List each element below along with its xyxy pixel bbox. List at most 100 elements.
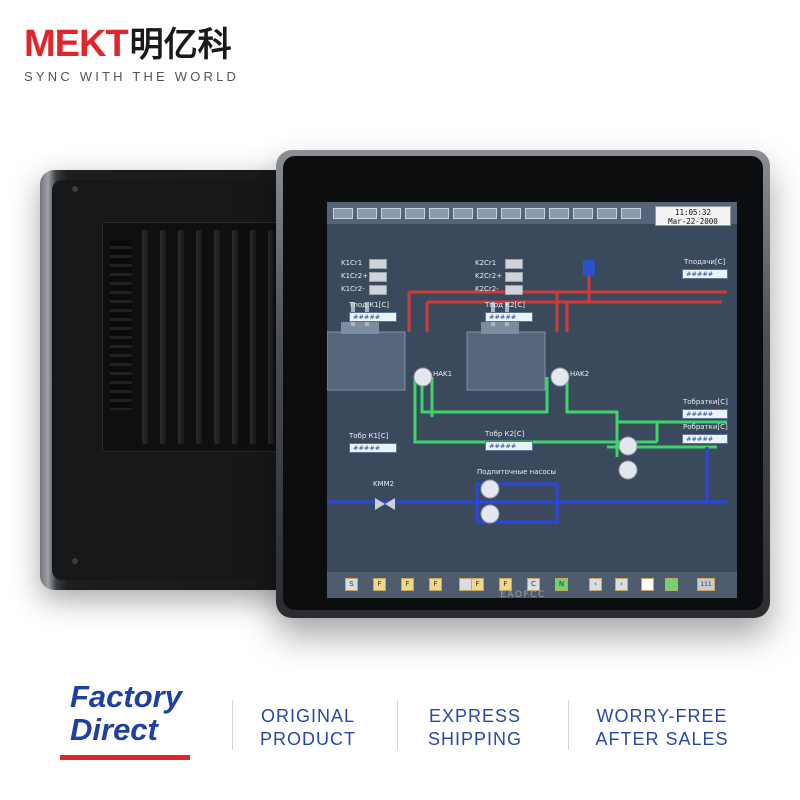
hmi-top-toolbar bbox=[327, 202, 737, 224]
divider bbox=[232, 700, 233, 750]
feature-line: WORRY-FREE bbox=[596, 706, 728, 726]
hmi-nav-button[interactable]: F bbox=[499, 578, 512, 591]
hmi-toolbar-button[interactable] bbox=[549, 207, 569, 219]
hmi-toolbar-button[interactable] bbox=[621, 207, 641, 219]
panel-pc-front: 11:05:32 Mar-22-2000 bbox=[276, 150, 770, 618]
value-tpod-k2: ##### bbox=[485, 312, 533, 322]
front-bezel: 11:05:32 Mar-22-2000 bbox=[283, 156, 763, 610]
label-makeup-pumps: Подпиточные насосы bbox=[477, 468, 557, 476]
hmi-nav-button[interactable]: F bbox=[373, 578, 386, 591]
feature-line: SHIPPING bbox=[427, 729, 523, 749]
heatsink-fin bbox=[142, 230, 148, 444]
hmi-toolbar-button[interactable] bbox=[381, 207, 401, 219]
next-icon[interactable]: › bbox=[615, 578, 628, 591]
feature-worry-free-after-sales: WORRY-FREE AFTER SALES bbox=[588, 705, 736, 751]
screw-icon bbox=[72, 186, 78, 192]
feature-line: ORIGINAL bbox=[260, 706, 356, 726]
brand-name-latin: MEKT bbox=[24, 23, 129, 65]
feature-original-product: ORIGINAL PRODUCT bbox=[252, 705, 364, 751]
feature-line: EXPRESS bbox=[428, 706, 522, 726]
label-tpod-k1: Тпод К1[С] bbox=[349, 301, 389, 309]
value-robratki: ##### bbox=[682, 434, 728, 444]
rear-housing bbox=[52, 180, 310, 580]
label-k1cr2-minus: K1Cr2- bbox=[341, 285, 365, 293]
status-indicator bbox=[505, 259, 523, 269]
label-k1cr1: K1Cr1 bbox=[341, 259, 363, 267]
hmi-toolbar-button[interactable] bbox=[429, 207, 449, 219]
status-indicator bbox=[369, 272, 387, 282]
status-indicator bbox=[505, 285, 523, 295]
value-tobr-k1: ##### bbox=[349, 443, 397, 453]
valve-icon bbox=[385, 498, 395, 510]
valve-icon bbox=[375, 498, 385, 510]
pump-icons bbox=[413, 367, 638, 524]
return-pipes bbox=[413, 377, 727, 457]
label-kmm2: KMM2 bbox=[373, 480, 395, 488]
hmi-toolbar-button[interactable] bbox=[477, 207, 497, 219]
hmi-nav-button[interactable]: N bbox=[555, 578, 568, 591]
feature-line: PRODUCT bbox=[260, 729, 356, 749]
valve-icon bbox=[583, 260, 595, 276]
hmi-clock-date: Mar-22-2000 bbox=[668, 217, 718, 226]
supply-pipes bbox=[407, 262, 727, 332]
label-tpod-k2: Тпод К2[С] bbox=[485, 301, 525, 309]
hmi-counter: 111 bbox=[697, 578, 715, 591]
divider bbox=[568, 700, 569, 750]
heatsink-fin bbox=[250, 230, 256, 444]
label-hak1: HAK1 bbox=[433, 370, 453, 378]
heatsink-fin bbox=[196, 230, 202, 444]
label-tobratki: Тобратки[С] bbox=[683, 398, 728, 406]
label-robratki: Робратки[С] bbox=[683, 423, 728, 431]
hmi-toolbar-button[interactable] bbox=[501, 207, 521, 219]
hmi-clock: 11:05:32 Mar-22-2000 bbox=[655, 206, 731, 226]
io-ports bbox=[110, 240, 132, 410]
hmi-toolbar-button[interactable] bbox=[573, 207, 593, 219]
brand-name-chinese: 明亿科 bbox=[129, 25, 232, 65]
hmi-toolbar-button[interactable] bbox=[357, 207, 377, 219]
label-tpodachi: Тподачи[С] bbox=[684, 258, 726, 266]
hmi-nav-button[interactable]: F bbox=[429, 578, 442, 591]
hmi-clock-time: 11:05:32 bbox=[674, 208, 712, 217]
screw-icon bbox=[72, 558, 78, 564]
heatsink-fin bbox=[214, 230, 220, 444]
hmi-nav-button[interactable]: C bbox=[527, 578, 540, 591]
heatsink-fin bbox=[178, 230, 184, 444]
previous-icon[interactable]: ‹ bbox=[589, 578, 602, 591]
hmi-toolbar-button[interactable] bbox=[453, 207, 473, 219]
hmi-toolbar-button[interactable] bbox=[597, 207, 617, 219]
brand-slogan: SYNC WITH THE WORLD bbox=[24, 69, 240, 84]
value-tobr-k2: ##### bbox=[485, 441, 533, 451]
factory-line: Factory bbox=[70, 679, 182, 714]
hmi-toolbar-button[interactable] bbox=[525, 207, 545, 219]
status-indicator bbox=[369, 259, 387, 269]
hmi-nav-button[interactable] bbox=[665, 578, 678, 591]
boiler-k2 bbox=[466, 302, 546, 391]
label-k1cr2-plus: K1Cr2+ bbox=[341, 272, 369, 280]
value-tpod-k1: ##### bbox=[349, 312, 397, 322]
hmi-bottom-toolbar: S F F F F F C N ‹ › 111 bbox=[327, 572, 737, 598]
hmi-toolbar-button[interactable] bbox=[405, 207, 425, 219]
value-tobratki: ##### bbox=[682, 409, 728, 419]
value-tpodachi: ##### bbox=[682, 269, 728, 279]
status-indicator bbox=[505, 272, 523, 282]
feature-line: AFTER SALES bbox=[595, 729, 729, 749]
status-indicator bbox=[369, 285, 387, 295]
label-tobr-k2: Тобр К2[С] bbox=[485, 430, 525, 438]
hmi-nav-button[interactable] bbox=[641, 578, 654, 591]
brand-logo: MEKT 明亿科 SYNC WITH THE WORLD bbox=[24, 22, 239, 84]
hmi-nav-button[interactable]: S bbox=[345, 578, 358, 591]
label-hak2: HAK2 bbox=[570, 370, 590, 378]
hmi-nav-button[interactable]: F bbox=[401, 578, 414, 591]
hmi-nav-button[interactable]: F bbox=[471, 578, 484, 591]
heatsink-fin bbox=[232, 230, 238, 444]
accent-underline bbox=[60, 755, 190, 760]
heatsink bbox=[102, 222, 302, 452]
hmi-toolbar-button[interactable] bbox=[333, 207, 353, 219]
factory-direct-heading: Factory Direct bbox=[70, 680, 182, 746]
label-tobr-k1: Тобр К1[С] bbox=[349, 432, 389, 440]
divider bbox=[397, 700, 398, 750]
panel-pc-rear bbox=[40, 170, 310, 590]
hmi-screen: 11:05:32 Mar-22-2000 bbox=[327, 202, 737, 598]
direct-line: Direct bbox=[70, 712, 158, 747]
heatsink-fin bbox=[268, 230, 274, 444]
